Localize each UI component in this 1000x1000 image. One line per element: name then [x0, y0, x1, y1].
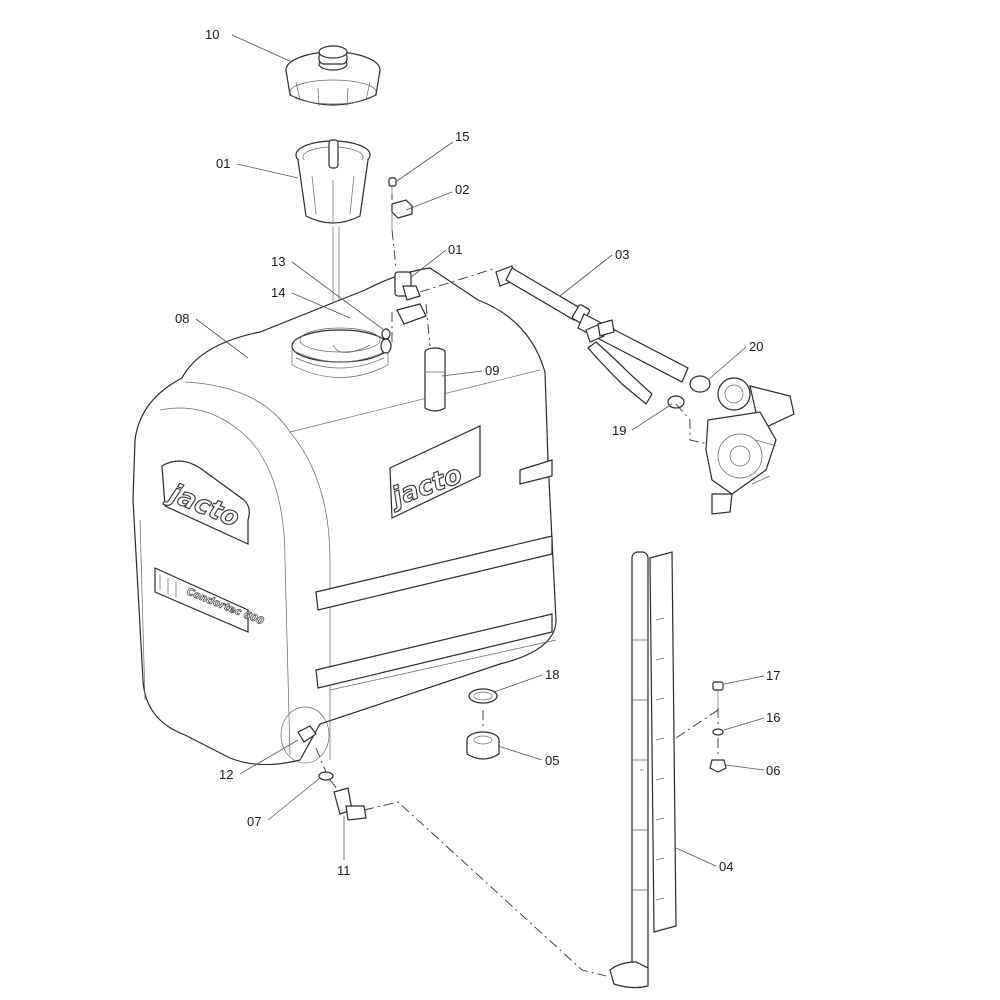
callout-03: 03 — [615, 247, 629, 262]
drain-seal-parts — [466, 688, 500, 760]
callout-20: 20 — [749, 339, 763, 354]
callout-16: 16 — [766, 710, 780, 725]
level-indicator-part — [609, 551, 677, 989]
filter-basket-part — [295, 139, 371, 345]
return-pipe-part — [424, 347, 446, 412]
callout-19: 19 — [612, 423, 626, 438]
callout-09: 09 — [485, 363, 499, 378]
callout-07: 07 — [247, 814, 261, 829]
callout-01-valve: 01 — [448, 242, 462, 257]
tank-body-part: jacto jacto Condortec 600 — [132, 267, 557, 766]
callout-06: 06 — [766, 763, 780, 778]
suction-fitting-parts — [332, 271, 427, 354]
callout-12: 12 — [219, 767, 233, 782]
callout-18: 18 — [545, 667, 559, 682]
callout-labels: 10 01 15 02 01 13 14 08 03 09 20 19 18 1… — [175, 27, 780, 878]
callout-10: 10 — [205, 27, 219, 42]
hose-assembly-part — [495, 265, 689, 405]
callout-13: 13 — [271, 254, 285, 269]
callout-01-filter: 01 — [216, 156, 230, 171]
screw-and-bracket-parts — [388, 177, 413, 269]
callout-02: 02 — [455, 182, 469, 197]
assembly-lines — [315, 267, 709, 977]
callout-15: 15 — [455, 129, 469, 144]
callout-08: 08 — [175, 311, 189, 326]
fastener-parts — [675, 681, 727, 773]
callout-14: 14 — [271, 285, 285, 300]
callout-04: 04 — [719, 859, 733, 874]
callout-11: 11 — [337, 863, 351, 878]
pump-assembly-part — [667, 375, 795, 515]
callout-05: 05 — [545, 753, 559, 768]
tank-lid-part — [285, 45, 381, 107]
callout-17: 17 — [766, 668, 780, 683]
